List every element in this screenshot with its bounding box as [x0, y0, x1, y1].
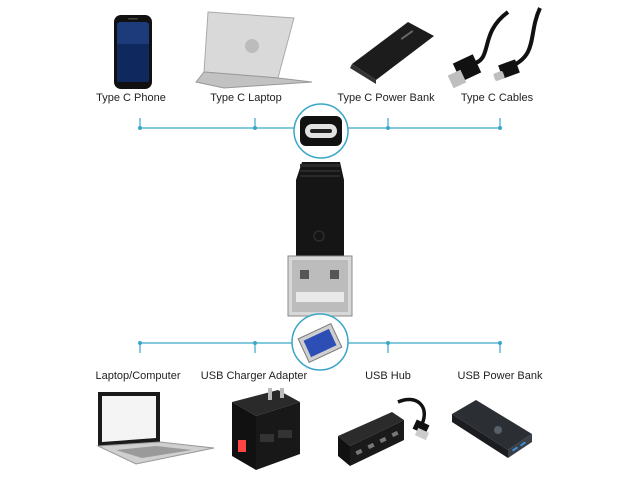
usb-a-plug-icon: [291, 313, 349, 371]
top-device-label-phone: Type C Phone: [96, 92, 166, 104]
bottom-device-label-charger: USB Charger Adapter: [200, 370, 308, 382]
usb-c-port-icon: [293, 103, 349, 159]
laptop-icon: [96, 392, 215, 465]
smartphone-icon: [114, 15, 152, 89]
top-device-label-cables: Type C Cables: [460, 92, 534, 104]
top-device-label-laptop: Type C Laptop: [210, 92, 282, 104]
wall-charger-icon: [232, 388, 300, 470]
top-device-label-power-bank: Type C Power Bank: [337, 92, 435, 104]
usb-c-cable-icon: [448, 7, 542, 89]
bottom-device-label-laptop: Laptop/Computer: [95, 370, 181, 382]
power-bank-icon: [350, 22, 434, 84]
usb-hub-icon: [338, 397, 430, 466]
usb-a-to-usb-c-adapter-icon: [287, 162, 353, 317]
power-bank-icon: [452, 400, 532, 458]
bottom-device-label-power-bank: USB Power Bank: [457, 370, 543, 382]
laptop-icon: [195, 11, 313, 89]
bottom-device-label-hub: USB Hub: [365, 370, 411, 382]
